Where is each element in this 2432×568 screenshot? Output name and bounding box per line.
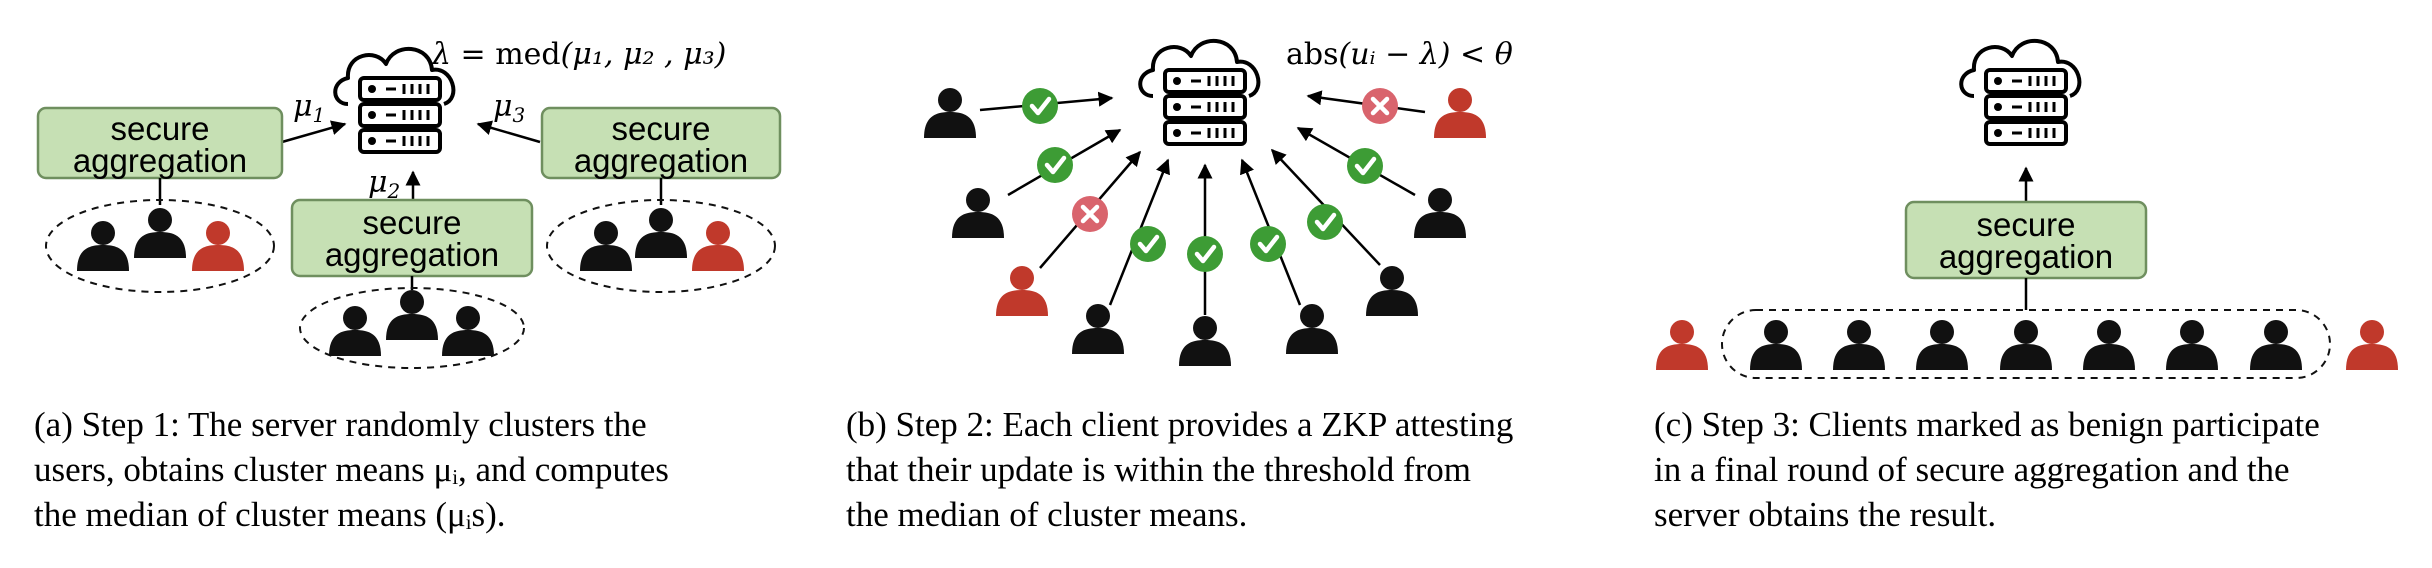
malicious-user-icon bbox=[1434, 88, 1486, 138]
check-icon bbox=[1187, 236, 1223, 272]
user-icon bbox=[635, 208, 687, 258]
user-icon bbox=[580, 221, 632, 271]
server-icon bbox=[1138, 38, 1261, 146]
user-icon bbox=[442, 306, 494, 356]
user-icon bbox=[1414, 188, 1466, 238]
cluster-left bbox=[45, 199, 275, 293]
user-icon bbox=[1833, 320, 1885, 370]
malicious-user-icon bbox=[996, 266, 1048, 316]
user-icon bbox=[2166, 320, 2218, 370]
panel-b-formula: abs(uᵢ − λ) < θ bbox=[1286, 37, 1513, 72]
secure-aggregation-box: secure aggregation bbox=[1904, 200, 2148, 280]
server-icon bbox=[1959, 38, 2082, 146]
user-icon bbox=[386, 290, 438, 340]
svg-text:aggregation: aggregation bbox=[1939, 238, 2113, 275]
panel-a: λ = med(μ₁, μ₂ , μ₃) μ1 μ2 μ3 secure agg… bbox=[36, 37, 782, 369]
user-icon bbox=[924, 88, 976, 138]
user-icon bbox=[329, 306, 381, 356]
benign-clients-group bbox=[1721, 309, 2331, 379]
malicious-user-icon bbox=[2346, 320, 2398, 370]
svg-text:aggregation: aggregation bbox=[574, 142, 748, 179]
secure-aggregation-box-center: secure aggregation bbox=[290, 198, 534, 278]
user-icon bbox=[134, 208, 186, 258]
svg-text:secure: secure bbox=[1976, 206, 2075, 243]
check-icon bbox=[1347, 148, 1383, 184]
svg-text:secure: secure bbox=[611, 110, 710, 147]
panel-c: secure aggregation bbox=[1656, 38, 2398, 379]
user-icon bbox=[1750, 320, 1802, 370]
malicious-user-icon bbox=[192, 221, 244, 271]
caption-b: (b) Step 2: Each client provides a ZKP a… bbox=[846, 405, 1514, 534]
mu2-label: μ2 bbox=[368, 165, 400, 203]
user-icon bbox=[1366, 266, 1418, 316]
svg-text:secure: secure bbox=[362, 204, 461, 241]
user-icon bbox=[1916, 320, 1968, 370]
user-icon bbox=[77, 221, 129, 271]
arrow-mu3 bbox=[476, 120, 541, 144]
secure-aggregation-box-left: secure aggregation bbox=[36, 106, 284, 180]
user-icon bbox=[1072, 304, 1124, 354]
svg-text:aggregation: aggregation bbox=[325, 236, 499, 273]
caption-c: (c) Step 3: Clients marked as benign par… bbox=[1654, 405, 2320, 534]
cluster-right bbox=[546, 199, 776, 293]
check-icon bbox=[1250, 226, 1286, 262]
check-icon bbox=[1307, 204, 1343, 240]
user-icon bbox=[2250, 320, 2302, 370]
panel-b: abs(uᵢ − λ) < θ bbox=[924, 37, 1513, 366]
panel-a-formula: λ = med(μ₁, μ₂ , μ₃) bbox=[431, 37, 726, 72]
secure-aggregation-box-right: secure aggregation bbox=[540, 106, 782, 180]
check-icon bbox=[1037, 147, 1073, 183]
svg-text:aggregation: aggregation bbox=[73, 142, 247, 179]
mu3-label: μ3 bbox=[493, 89, 525, 127]
check-icon bbox=[1130, 226, 1166, 262]
cluster-center bbox=[299, 287, 525, 369]
check-icon bbox=[1022, 88, 1058, 124]
malicious-user-icon bbox=[692, 221, 744, 271]
user-icon bbox=[2083, 320, 2135, 370]
mu1-label: μ1 bbox=[293, 89, 325, 127]
user-icon bbox=[2000, 320, 2052, 370]
cross-icon bbox=[1072, 196, 1108, 232]
arrow-mu1 bbox=[281, 120, 347, 144]
user-icon bbox=[952, 188, 1004, 238]
caption-a: (a) Step 1: The server randomly clusters… bbox=[34, 405, 669, 534]
user-icon bbox=[1286, 304, 1338, 354]
user-icon bbox=[1179, 316, 1231, 366]
cross-icon bbox=[1362, 88, 1398, 124]
malicious-user-icon bbox=[1656, 320, 1708, 370]
svg-text:secure: secure bbox=[110, 110, 209, 147]
